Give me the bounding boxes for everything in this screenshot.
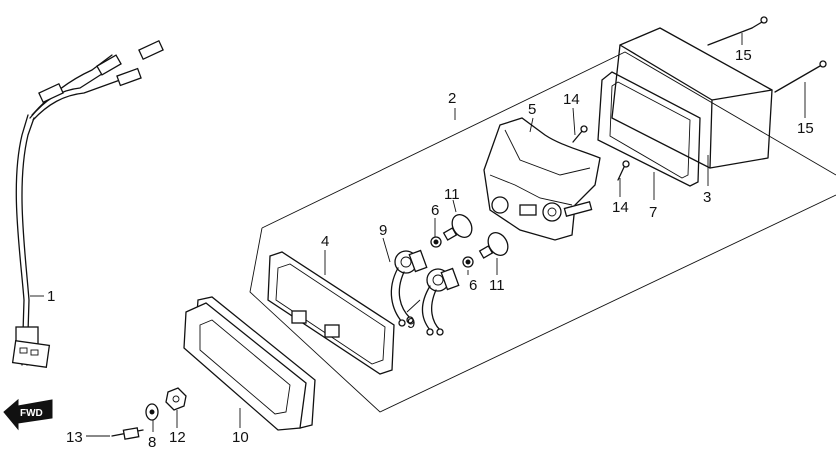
callout-2: 2 xyxy=(448,90,456,107)
callout-1: 1 xyxy=(47,288,55,305)
callout-14a: 14 xyxy=(563,91,580,108)
reflector-plate xyxy=(267,251,395,375)
callout-11a: 11 xyxy=(444,186,460,203)
lens-frame xyxy=(183,296,316,431)
fwd-label: FWD xyxy=(20,408,43,419)
callout-10: 10 xyxy=(232,429,249,446)
callout-8: 8 xyxy=(148,434,156,451)
bulb-socket-lower xyxy=(421,267,460,336)
callout-7: 7 xyxy=(649,204,657,221)
leader-lines xyxy=(30,33,806,437)
light-housing xyxy=(483,117,601,241)
screws-14 xyxy=(572,125,630,181)
assembly-outline xyxy=(249,51,836,413)
callout-4: 4 xyxy=(321,233,329,250)
screws-15 xyxy=(707,16,827,93)
mount-hardware xyxy=(111,387,187,440)
callout-11b: 11 xyxy=(489,277,505,294)
callout-15b: 15 xyxy=(797,120,814,137)
wire-harness xyxy=(11,39,164,368)
callout-12: 12 xyxy=(169,429,186,446)
callout-13: 13 xyxy=(66,429,83,446)
outer-lens xyxy=(611,27,773,169)
callout-5: 5 xyxy=(528,101,536,118)
bulb-socket-upper xyxy=(390,249,428,327)
lens-gasket xyxy=(597,71,701,187)
callout-14b: 14 xyxy=(612,199,629,216)
forward-arrow-icon: FWD xyxy=(3,398,53,431)
bulb-gaskets xyxy=(430,236,474,268)
callout-9a: 9 xyxy=(379,222,387,239)
callout-9b: 9 xyxy=(407,315,415,332)
callout-3: 3 xyxy=(703,189,711,206)
callout-6a: 6 xyxy=(431,202,439,219)
callout-6b: 6 xyxy=(469,277,477,294)
bulbs xyxy=(442,214,509,259)
callout-15a: 15 xyxy=(735,47,752,64)
